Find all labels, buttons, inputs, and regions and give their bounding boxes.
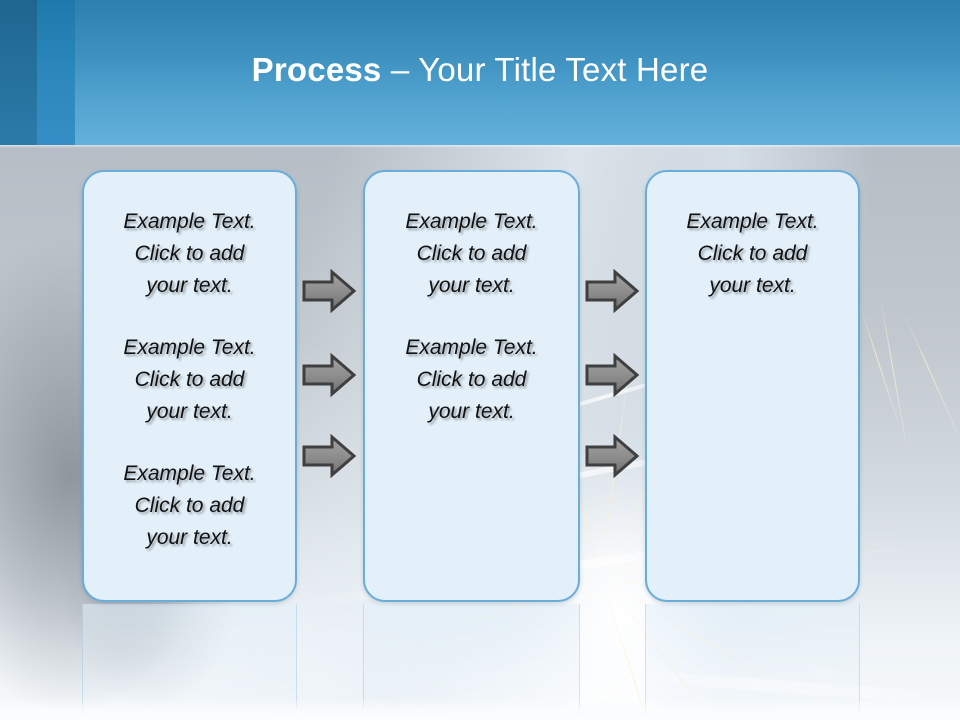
- slide-bottom-fade: [0, 698, 960, 720]
- process-text-block[interactable]: Example Text. Click to add your text.: [405, 210, 538, 297]
- slide-title-separator: –: [381, 51, 419, 88]
- process-box-1-body: Example Text. Click to add your text. Ex…: [98, 206, 281, 554]
- right-block-arrow-icon[interactable]: [301, 352, 357, 398]
- right-block-arrow-icon[interactable]: [584, 433, 640, 479]
- slide-title: Process – Your Title Text Here: [0, 49, 960, 91]
- right-block-arrow-icon[interactable]: [584, 268, 640, 314]
- slide-header: Process – Your Title Text Here: [0, 0, 960, 145]
- right-block-arrow-icon[interactable]: [301, 433, 357, 479]
- right-block-arrow-icon[interactable]: [584, 352, 640, 398]
- header-bottom-highlight: [0, 145, 960, 148]
- slide-title-light: Your Title Text Here: [418, 51, 709, 88]
- header-accent-stripe-mid: [37, 0, 75, 145]
- process-box-1[interactable]: Example Text. Click to add your text. Ex…: [82, 170, 297, 602]
- process-box-3-body: Example Text. Click to add your text.: [661, 206, 844, 302]
- process-text-block[interactable]: Example Text. Click to add your text.: [686, 210, 819, 297]
- right-block-arrow-icon[interactable]: [301, 268, 357, 314]
- process-text-block[interactable]: Example Text. Click to add your text.: [123, 462, 256, 549]
- process-box-2-body: Example Text. Click to add your text. Ex…: [379, 206, 564, 428]
- process-box-3[interactable]: Example Text. Click to add your text.: [645, 170, 860, 602]
- process-text-block[interactable]: Example Text. Click to add your text.: [405, 336, 538, 423]
- header-accent-stripe-dark: [0, 0, 37, 145]
- process-text-block[interactable]: Example Text. Click to add your text.: [123, 210, 256, 297]
- process-text-block[interactable]: Example Text. Click to add your text.: [123, 336, 256, 423]
- process-box-2[interactable]: Example Text. Click to add your text. Ex…: [363, 170, 580, 602]
- slide-title-strong: Process: [251, 51, 382, 88]
